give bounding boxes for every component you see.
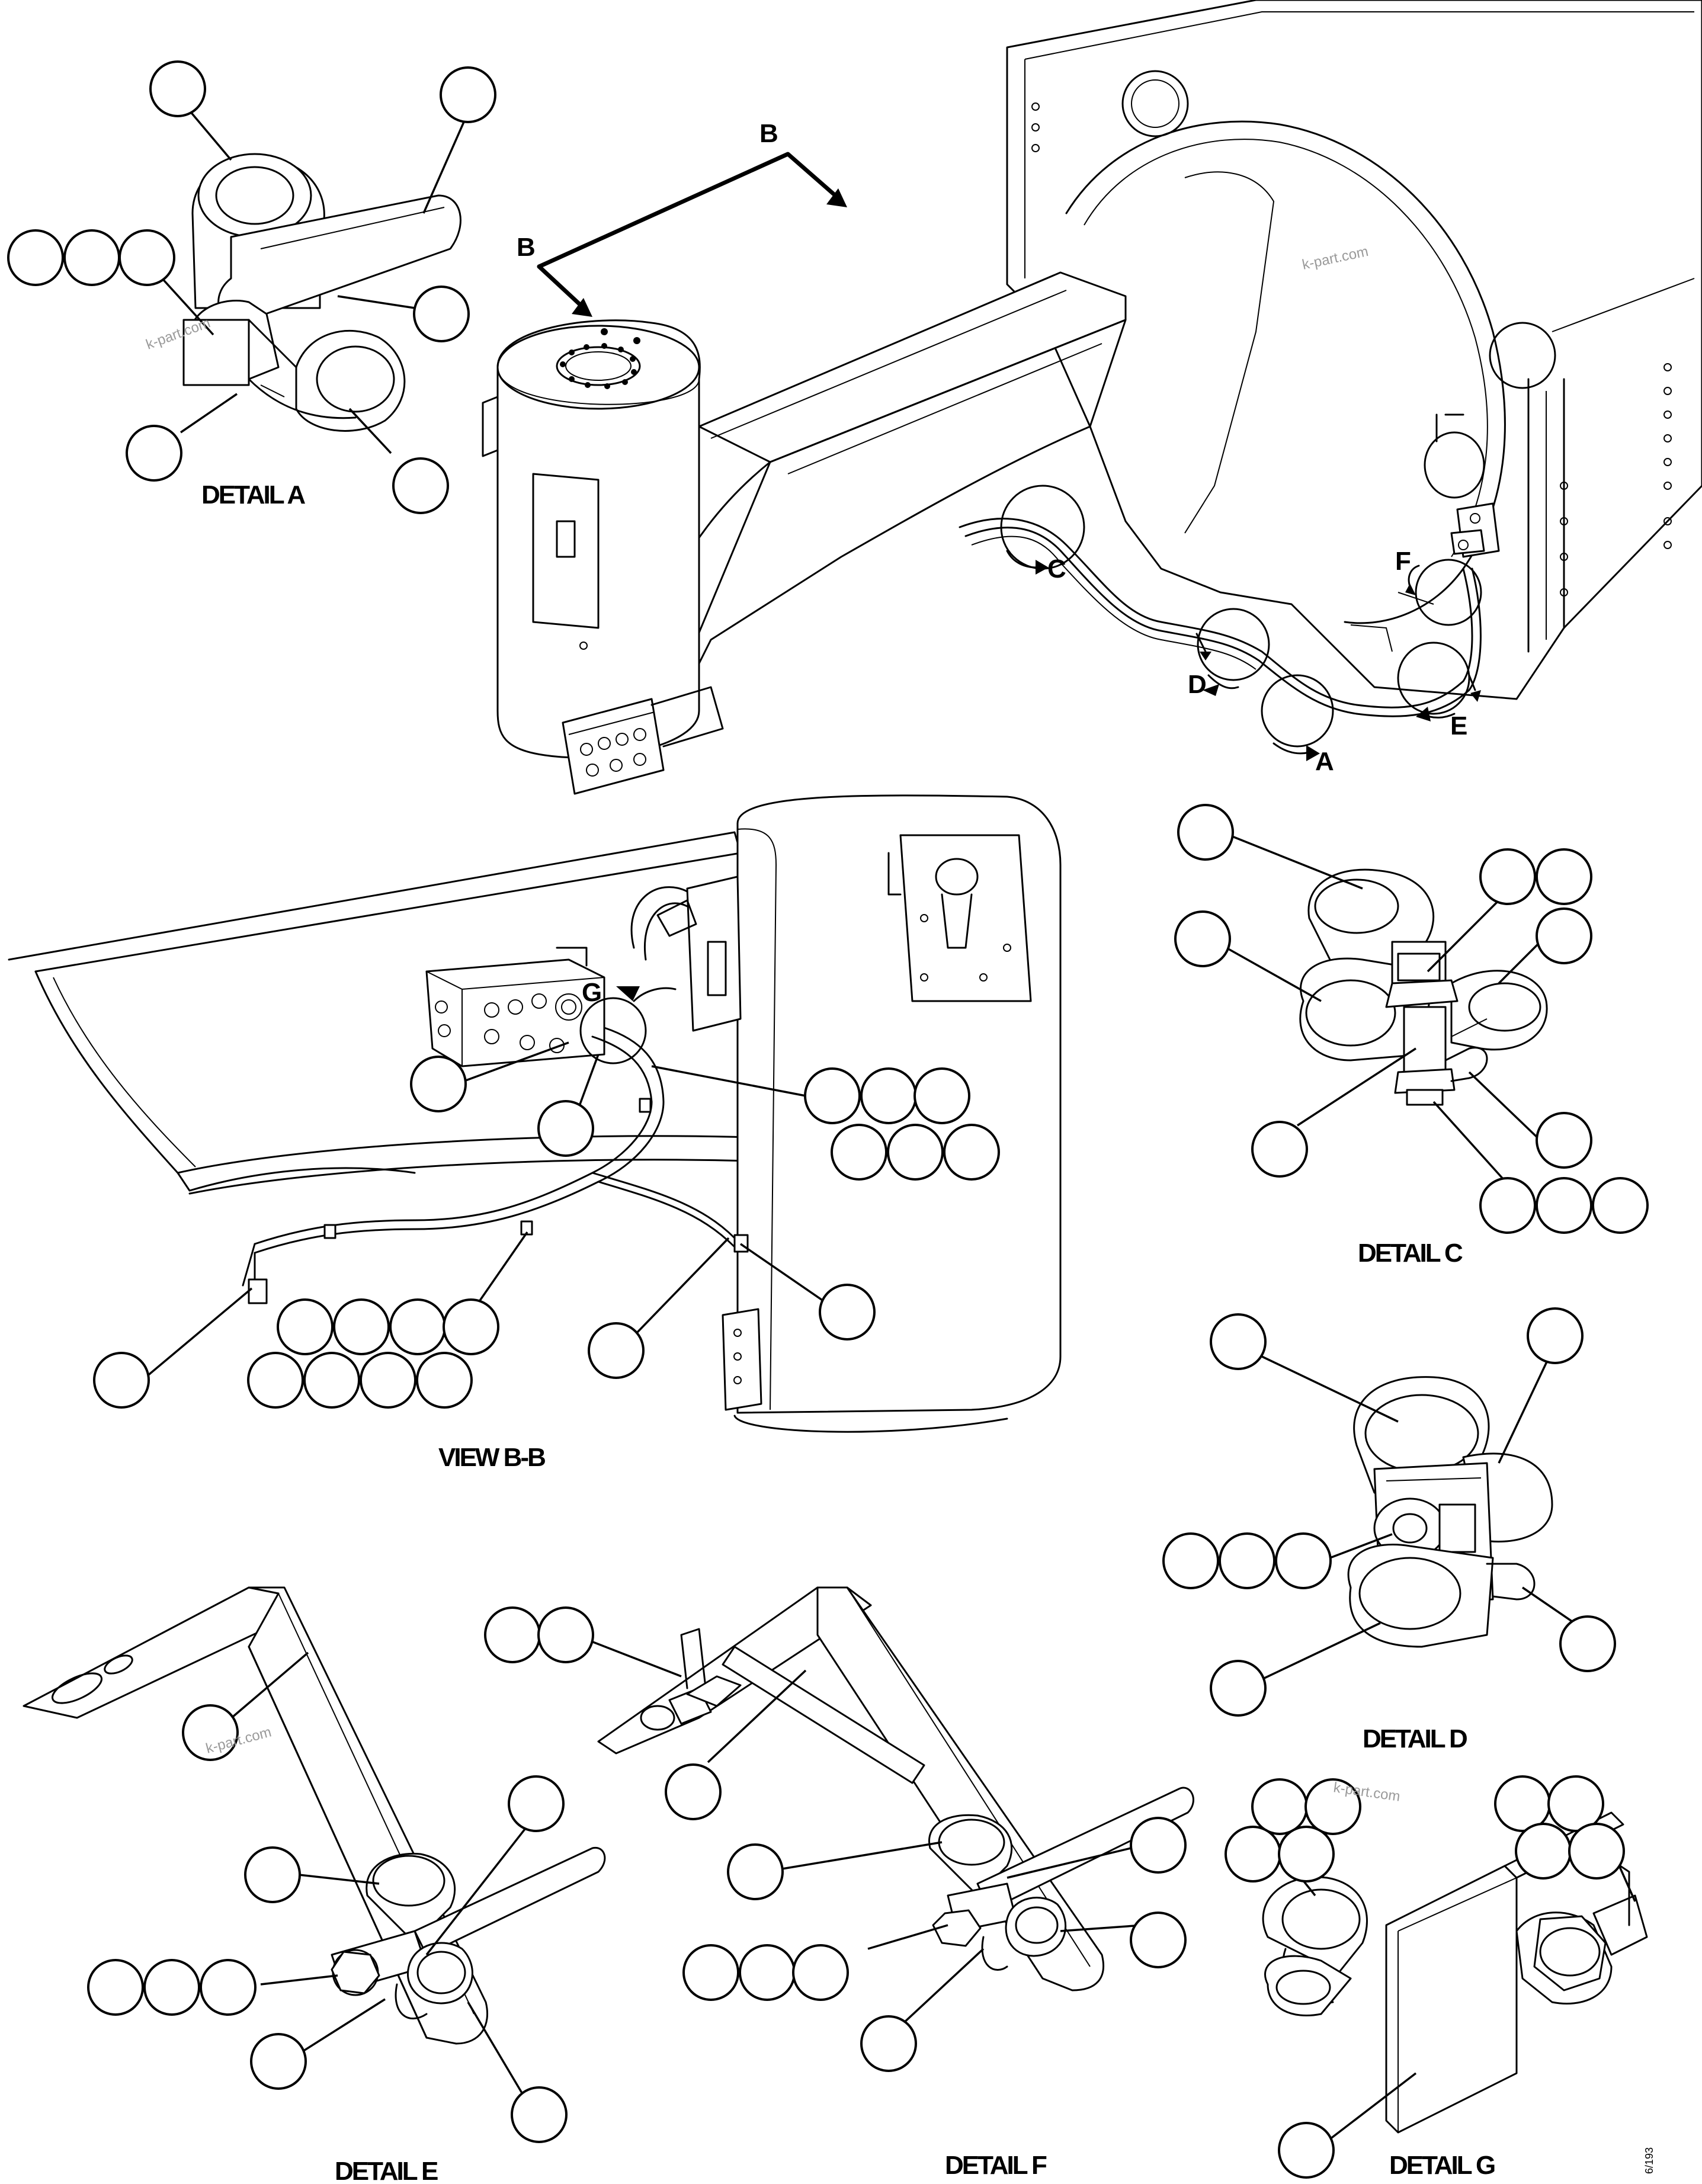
detail-c-drawing xyxy=(1299,868,1548,1106)
detail-f-callouts xyxy=(484,1606,1187,2072)
caption-detail-d: DETAIL D xyxy=(1363,1724,1467,1753)
caption-detail-g: DETAIL G xyxy=(1389,2151,1495,2180)
detail-a-drawing xyxy=(182,153,461,432)
detail-c-callouts xyxy=(1174,804,1649,1234)
watermark: k-part.com xyxy=(1301,243,1370,273)
caption-detail-c: DETAIL C xyxy=(1358,1239,1463,1268)
valve-ports xyxy=(580,728,646,777)
view-letter-c: C xyxy=(1047,554,1066,583)
view-bb-callouts xyxy=(93,1041,1000,1409)
detail-g-callouts xyxy=(1225,1775,1636,2179)
tank-cap-bolts xyxy=(560,328,640,389)
captions: DETAIL A VIEW B-B DETAIL C DETAIL D DETA… xyxy=(201,480,1496,2184)
detail-e-callouts xyxy=(87,1651,568,2143)
view-letter-f: F xyxy=(1395,547,1411,576)
view-letter-g: G xyxy=(582,978,602,1007)
caption-detail-a: DETAIL A xyxy=(201,480,305,509)
detail-a-callouts xyxy=(7,60,496,514)
main-assembly xyxy=(482,0,1702,795)
detail-f-drawing xyxy=(597,1586,1194,1991)
section-letter-b-left: B xyxy=(517,233,536,262)
view-letter-e: E xyxy=(1450,711,1467,740)
caption-detail-e: DETAIL E xyxy=(335,2157,438,2184)
caption-view-bb: VIEW B-B xyxy=(438,1443,545,1472)
detail-d-drawing xyxy=(1347,1376,1553,1648)
frame-bolt-holes xyxy=(1031,102,1672,596)
view-letters: B B C D A E F G xyxy=(517,119,1467,1007)
drawing-reference-number: 6/193 xyxy=(1643,2147,1655,2174)
section-letter-b-top: B xyxy=(759,119,778,148)
view-letter-a: A xyxy=(1315,747,1334,776)
view-bb-valve-ports xyxy=(435,993,582,1053)
caption-detail-f: DETAIL F xyxy=(945,2151,1047,2180)
detail-e-drawing xyxy=(23,1586,606,2045)
detail-d-callouts xyxy=(1162,1307,1616,1717)
view-letter-d: D xyxy=(1188,670,1207,699)
